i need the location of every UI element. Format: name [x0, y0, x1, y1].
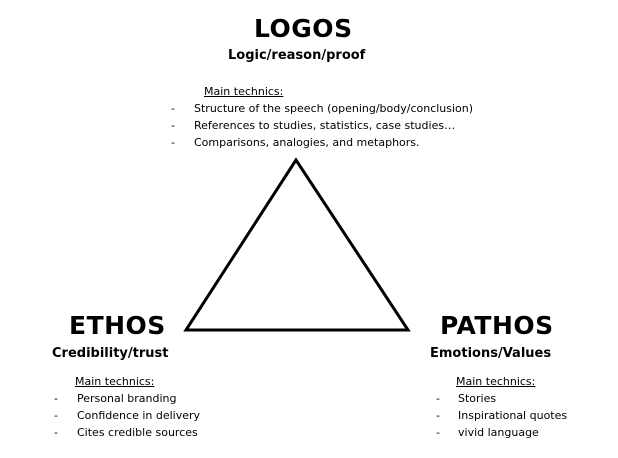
- technique-text: References to studies, statistics, case …: [194, 119, 456, 132]
- logos-title: LOGOS: [254, 14, 353, 43]
- bullet-dash: -: [436, 409, 440, 422]
- pathos-techniques: Main technics: - Stories - Inspirational q…: [434, 373, 567, 441]
- logos-techniques: Main technics: - Structure of the speech …: [166, 83, 473, 151]
- bullet-dash: -: [436, 392, 440, 405]
- pathos-title: PATHOS: [440, 311, 554, 340]
- list-item: - References to studies, statistics, case…: [166, 117, 473, 134]
- list-item: - Stories: [434, 390, 567, 407]
- pathos-techniques-list: - Stories - Inspirational quotes - vivid la…: [434, 390, 567, 441]
- ethos-techniques: Main technics: - Personal branding - Confi…: [52, 373, 200, 441]
- list-item: - Cites credible sources: [52, 424, 200, 441]
- ethos-techniques-list: - Personal branding - Confidence in delive…: [52, 390, 200, 441]
- bullet-dash: -: [171, 102, 175, 115]
- technique-text: Personal branding: [77, 392, 177, 405]
- bullet-dash: -: [54, 426, 58, 439]
- list-item: - Personal branding: [52, 390, 200, 407]
- list-item: - Confidence in delivery: [52, 407, 200, 424]
- logos-techniques-list: - Structure of the speech (opening/body/c…: [166, 100, 473, 151]
- technique-text: Inspirational quotes: [458, 409, 568, 422]
- technique-text: Structure of the speech (opening/body/co…: [194, 102, 474, 115]
- ethos-subtitle: Credibility/trust: [52, 346, 169, 361]
- logos-subtitle: Logic/reason/proof: [228, 48, 366, 63]
- ethos-techniques-heading: Main technics:: [75, 375, 155, 388]
- bullet-dash: -: [171, 136, 175, 149]
- pathos-techniques-heading: Main technics:: [456, 375, 536, 388]
- pathos-subtitle: Emotions/Values: [430, 346, 552, 361]
- bullet-dash: -: [171, 119, 175, 132]
- list-item: - Inspirational quotes: [434, 407, 567, 424]
- technique-text: Comparisons, analogies, and metaphors.: [194, 136, 420, 149]
- bullet-dash: -: [54, 392, 58, 405]
- bullet-dash: -: [54, 409, 58, 422]
- technique-text: Confidence in delivery: [77, 409, 201, 422]
- technique-text: Cites credible sources: [77, 426, 198, 439]
- list-item: - vivid language: [434, 424, 567, 441]
- technique-text: vivid language: [458, 426, 539, 439]
- technique-text: Stories: [458, 392, 497, 405]
- logos-techniques-heading: Main technics:: [204, 85, 284, 98]
- bullet-dash: -: [436, 426, 440, 439]
- list-item: - Comparisons, analogies, and metaphors.: [166, 134, 473, 151]
- rhetoric-triangle: [183, 157, 411, 332]
- list-item: - Structure of the speech (opening/body/c…: [166, 100, 473, 117]
- ethos-title: ETHOS: [69, 311, 166, 340]
